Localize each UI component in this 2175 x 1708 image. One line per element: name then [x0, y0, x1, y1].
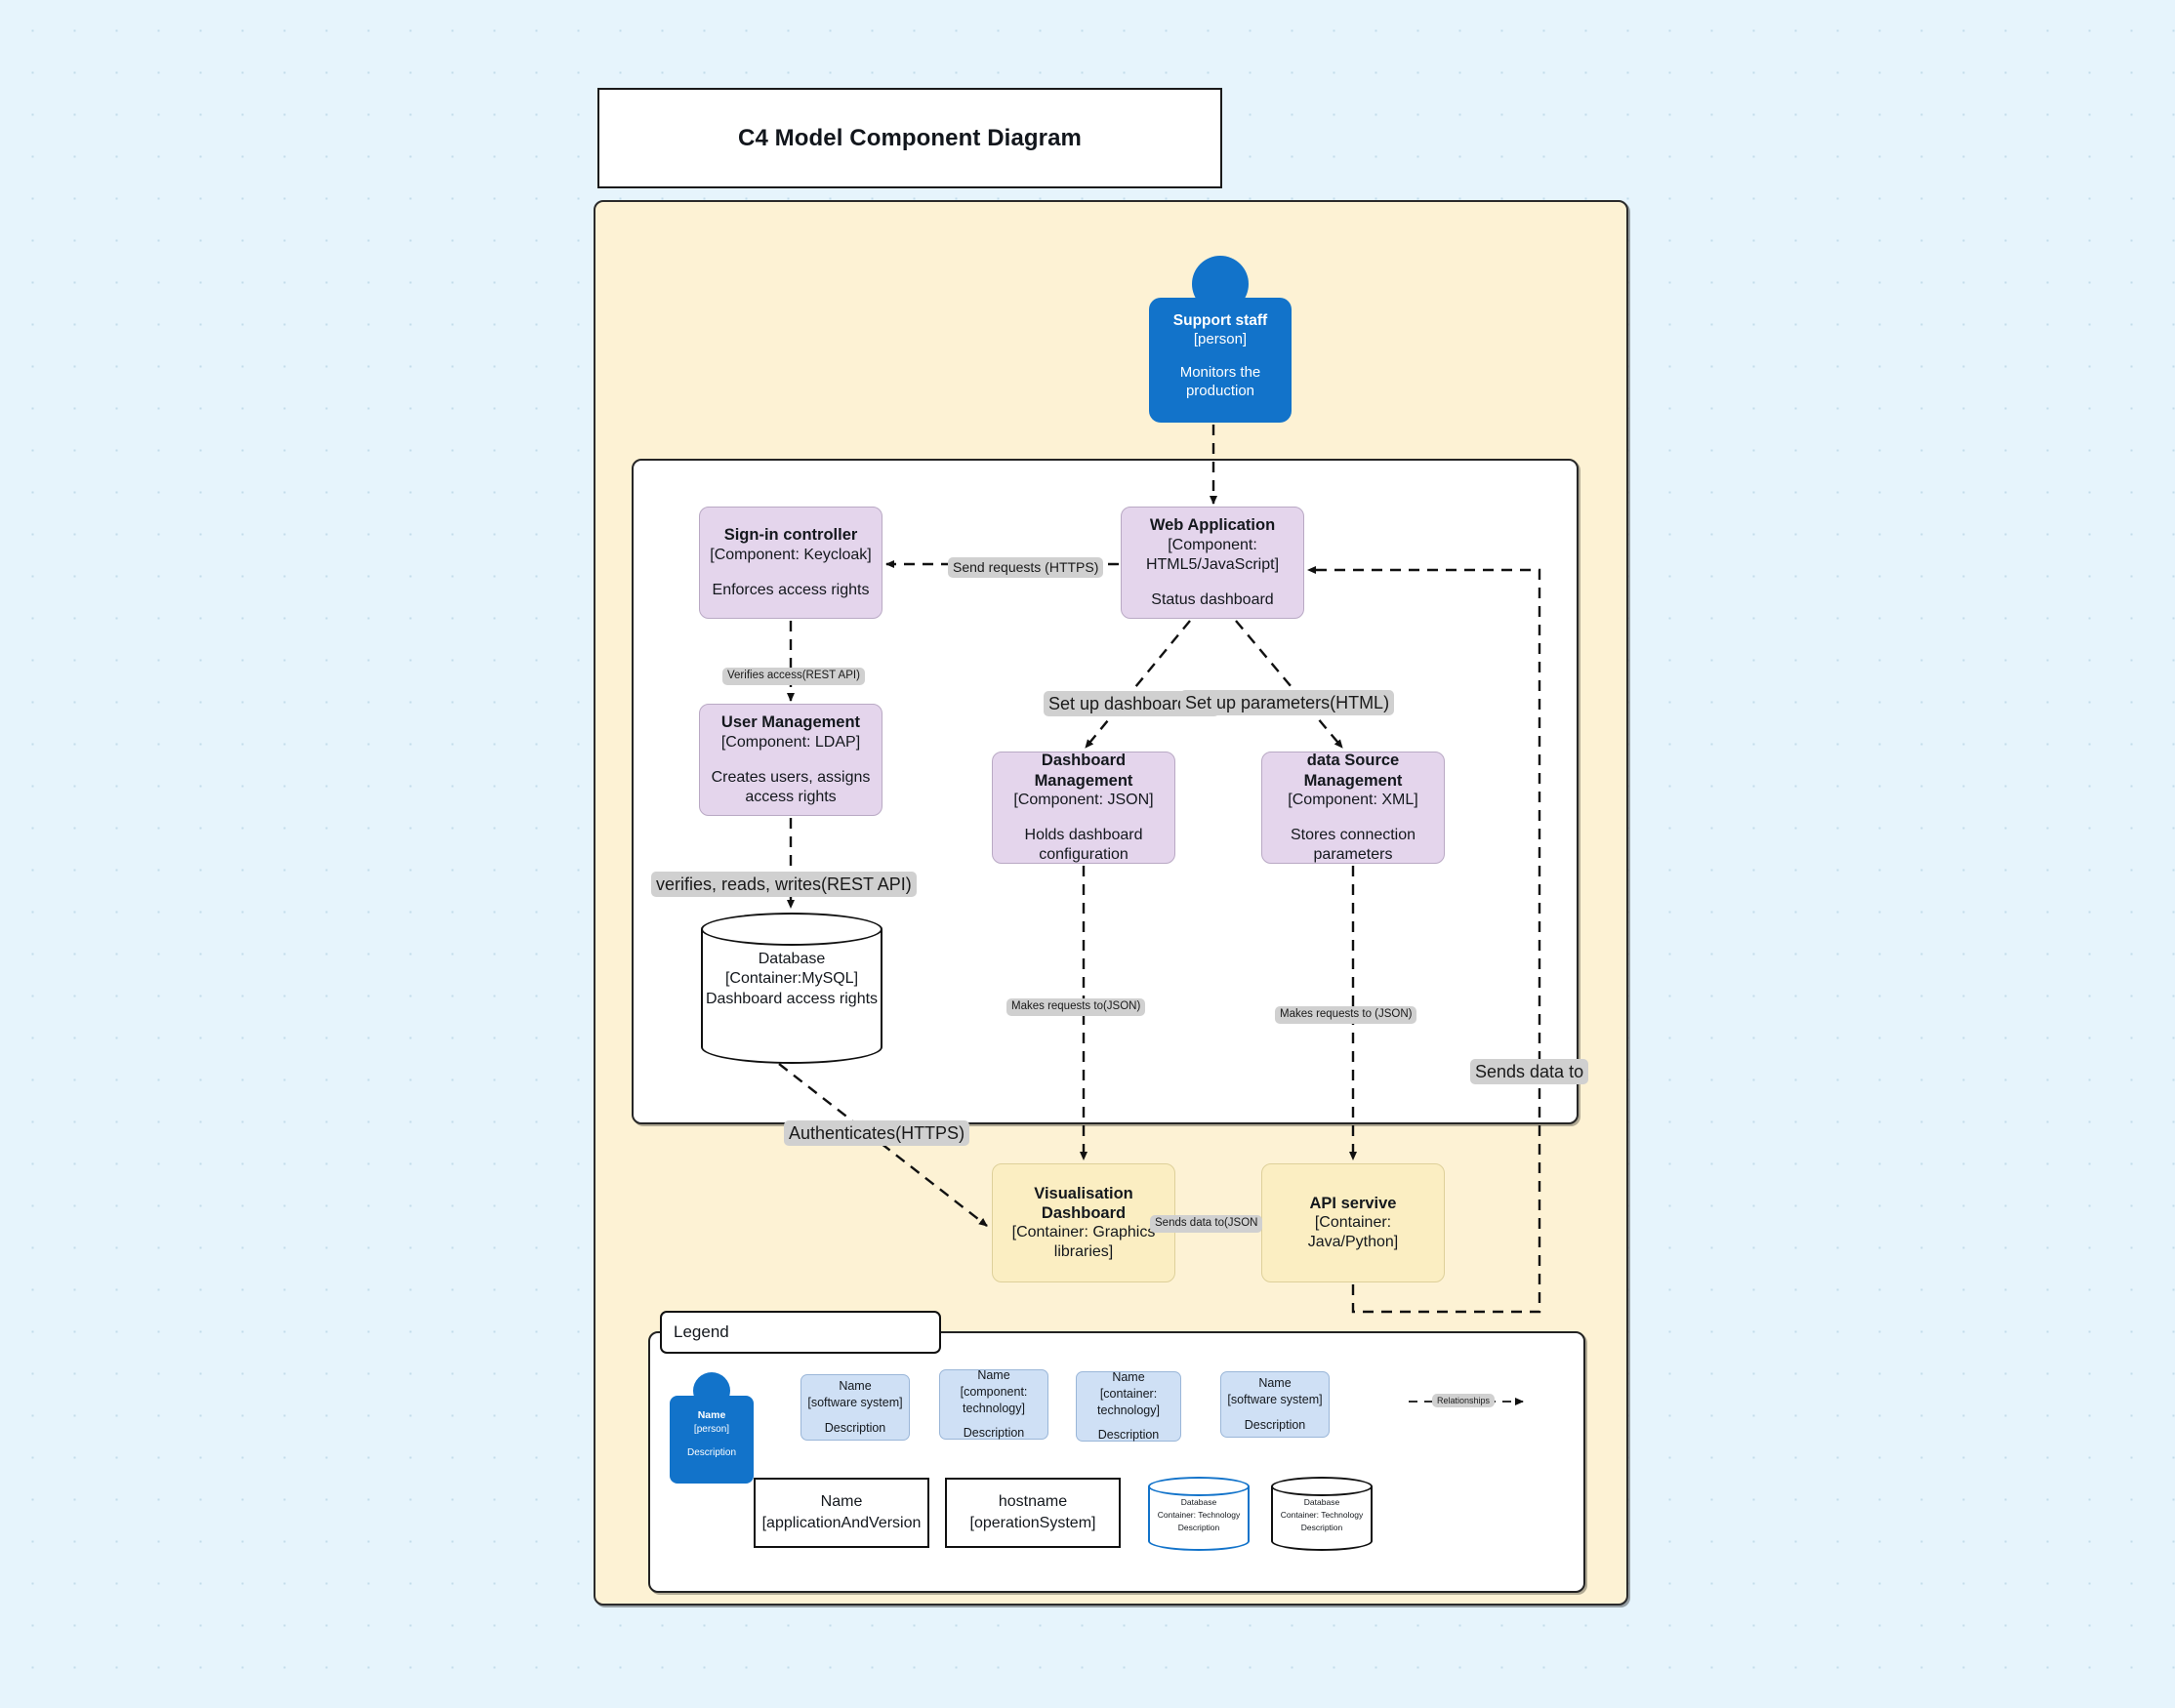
legend-node-line1: Name: [820, 1492, 863, 1510]
database-name: Database: [758, 951, 826, 967]
component-technology: [Component: JSON]: [1013, 791, 1154, 808]
container-name: Visualisation Dashboard: [1034, 1184, 1133, 1222]
legend-item-name: Name: [839, 1379, 872, 1394]
legend-node-line2: [operationSystem]: [969, 1515, 1096, 1531]
component-name: data Source Management: [1303, 752, 1403, 790]
edge-label-verifies-access: Verifies access(REST API): [722, 668, 865, 685]
legend-item-component: Name [component: technology] Description: [939, 1367, 1048, 1441]
legend-item-description: Description: [824, 1420, 886, 1435]
cylinder-body: [701, 929, 882, 1047]
edge-label-verifies-reads-writes: verifies, reads, writes(REST API): [651, 872, 917, 898]
component-description: Creates users, assigns access rights: [711, 768, 871, 805]
diagram-title-box: C4 Model Component Diagram: [597, 88, 1222, 188]
component-technology: [Component: Keycloak]: [710, 546, 872, 563]
legend-db-line3: Description: [1177, 1522, 1220, 1532]
legend-db-line3: Description: [1300, 1522, 1343, 1532]
legend-item-description: Description: [963, 1426, 1025, 1441]
legend-item-type: [software system]: [807, 1396, 903, 1410]
legend-db-line1: Database: [1303, 1497, 1340, 1507]
support-staff-type: [person]: [1193, 331, 1248, 348]
cylinder-top: [1271, 1477, 1373, 1496]
legend-item-type: [container: technology]: [1097, 1386, 1160, 1417]
legend-item-container: Name [container: technology] Description: [1076, 1369, 1181, 1443]
component-sign-in-controller[interactable]: Sign-in controller [Component: Keycloak]…: [699, 507, 882, 619]
database-description: Dashboard access rights: [705, 990, 879, 1007]
component-user-management[interactable]: User Management [Component: LDAP] Create…: [699, 704, 882, 816]
component-description: Stores connection parameters: [1290, 826, 1416, 863]
legend-person-type: [person]: [693, 1423, 730, 1435]
component-description: Status dashboard: [1151, 590, 1274, 608]
legend-item-name: Name: [977, 1367, 1010, 1382]
legend-db-line2: Container: Technology: [1280, 1509, 1364, 1520]
legend-item-description: Description: [1244, 1417, 1306, 1432]
container-visualisation-dashboard[interactable]: Visualisation Dashboard [Container: Grap…: [992, 1163, 1175, 1282]
component-technology: [Component: HTML5/JavaScript]: [1145, 536, 1280, 573]
legend-application-node: Name [applicationAndVersion: [754, 1478, 929, 1548]
container-api-servive[interactable]: API servive [Container: Java/Python]: [1261, 1163, 1445, 1282]
legend-item-name: Name: [1112, 1369, 1145, 1384]
legend-database-black: Database Container: Technology Descripti…: [1271, 1477, 1373, 1551]
container-technology: [Container: Graphics libraries]: [1011, 1224, 1156, 1261]
component-data-source-management[interactable]: data Source Management [Component: XML] …: [1261, 752, 1445, 864]
component-name: Sign-in controller: [723, 526, 858, 545]
component-technology: [Component: XML]: [1288, 791, 1418, 808]
cylinder-top: [1148, 1477, 1250, 1496]
legend-title-tab: Legend: [660, 1311, 941, 1354]
page-title: C4 Model Component Diagram: [738, 124, 1082, 151]
component-name: Dashboard Management: [1034, 752, 1133, 790]
legend-database-label: Database Container: Technology Descripti…: [1148, 1496, 1250, 1533]
legend-database-blue: Database Container: Technology Descripti…: [1148, 1477, 1250, 1551]
legend-item-software-system-1: Name [software system] Description: [800, 1374, 910, 1441]
database-node[interactable]: Database [Container:MySQL] Dashboard acc…: [701, 913, 882, 1064]
support-staff-person[interactable]: Support staff [person] Monitors the prod…: [1149, 298, 1292, 423]
edge-label-set-up-parameters: Set up parameters(HTML): [1180, 690, 1395, 716]
legend-item-description: Description: [1097, 1428, 1160, 1443]
legend-node-line2: [applicationAndVersion: [761, 1515, 922, 1531]
edge-label-sends-data-to: Sends data to: [1470, 1059, 1589, 1085]
legend-person-name: Name: [697, 1409, 726, 1421]
component-name: User Management: [720, 713, 861, 732]
edge-label-sends-data-to-json: Sends data to(JSON: [1150, 1215, 1263, 1233]
container-technology: [Container: Java/Python]: [1307, 1214, 1399, 1251]
component-description: Enforces access rights: [712, 581, 870, 598]
container-name: API servive: [1309, 1194, 1397, 1212]
legend-item-software-system-2: Name [software system] Description: [1220, 1371, 1330, 1438]
legend-db-line1: Database: [1180, 1497, 1217, 1507]
edge-label-send-requests: Send requests (HTTPS): [948, 557, 1104, 578]
component-dashboard-management[interactable]: Dashboard Management [Component: JSON] H…: [992, 752, 1175, 864]
legend-person: Name [person] Description: [670, 1396, 754, 1484]
component-description: Holds dashboard configuration: [1024, 826, 1143, 863]
database-label: Database [Container:MySQL] Dashboard acc…: [701, 950, 882, 1009]
legend-item-name: Name: [1258, 1376, 1292, 1391]
legend-title: Legend: [674, 1322, 729, 1341]
cylinder-top: [701, 913, 882, 946]
legend-node-line1: hostname: [998, 1492, 1068, 1510]
legend-relationship-label: Relationships: [1432, 1394, 1496, 1408]
support-staff-name: Support staff: [1172, 312, 1268, 329]
component-web-application[interactable]: Web Application [Component: HTML5/JavaSc…: [1121, 507, 1304, 619]
legend-item-type: [software system]: [1227, 1393, 1323, 1407]
edge-label-makes-requests-right: Makes requests to (JSON): [1275, 1006, 1417, 1024]
edge-label-authenticates: Authenticates(HTTPS): [784, 1120, 970, 1147]
support-staff-description: Monitors the production: [1179, 363, 1261, 399]
component-technology: [Component: LDAP]: [720, 733, 861, 751]
legend-item-type: [component: technology]: [960, 1384, 1028, 1415]
edge-label-makes-requests-left: Makes requests to(JSON): [1006, 998, 1146, 1016]
legend-person-description: Description: [686, 1446, 737, 1458]
component-name: Web Application: [1149, 516, 1276, 535]
legend-os-node: hostname [operationSystem]: [945, 1478, 1121, 1548]
legend-database-label: Database Container: Technology Descripti…: [1271, 1496, 1373, 1533]
database-technology: [Container:MySQL]: [724, 970, 859, 988]
legend-db-line2: Container: Technology: [1157, 1509, 1241, 1520]
